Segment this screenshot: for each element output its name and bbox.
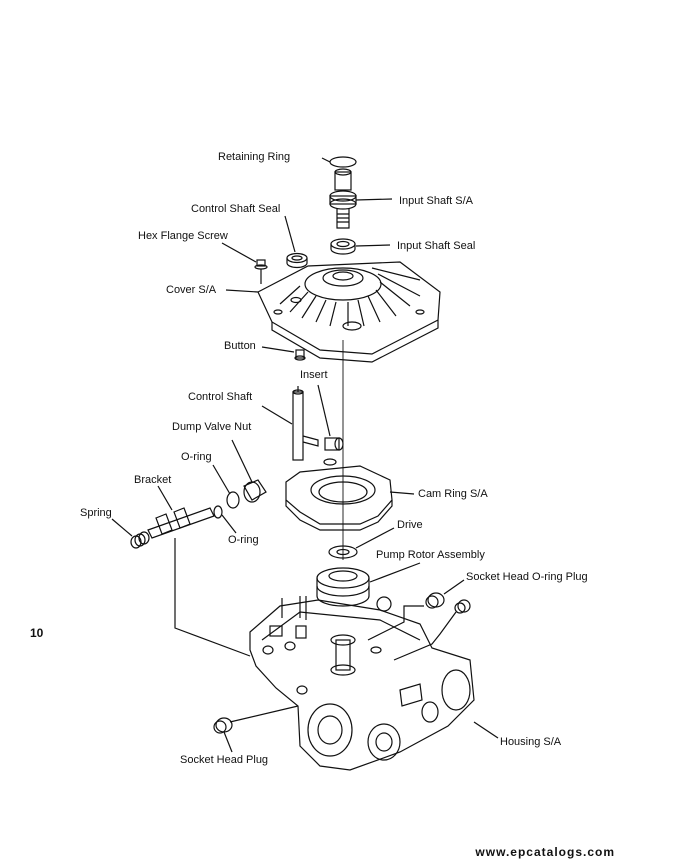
cam-ring-part — [285, 458, 393, 531]
label-socket-head-oring-plug: Socket Head O-ring Plug — [466, 571, 588, 583]
housing-part — [249, 596, 475, 771]
drive-part — [328, 545, 358, 559]
button-part — [294, 349, 306, 361]
oring-bottom-part — [213, 505, 223, 519]
label-dump-valve-nut: Dump Valve Nut — [172, 421, 252, 433]
label-insert: Insert — [300, 369, 328, 381]
input-shaft-seal-part — [330, 238, 356, 255]
pump-rotor-part — [316, 567, 392, 612]
label-spring: Spring — [80, 507, 112, 519]
socket-head-plug-part — [213, 717, 233, 734]
page-number: 10 — [30, 626, 44, 640]
label-cam-ring-sa: Cam Ring S/A — [418, 488, 488, 500]
retaining-ring-part — [329, 156, 357, 168]
cover-part — [257, 261, 441, 363]
bracket-part — [147, 507, 215, 539]
spring-part — [130, 531, 150, 549]
label-control-shaft: Control Shaft — [188, 391, 253, 403]
label-input-shaft-sa: Input Shaft S/A — [399, 195, 473, 207]
label-cover-sa: Cover S/A — [166, 284, 217, 296]
label-pump-rotor-assembly: Pump Rotor Assembly — [376, 549, 485, 561]
oring-top-part — [226, 491, 240, 509]
label-bracket: Bracket — [134, 474, 172, 486]
label-input-shaft-seal: Input Shaft Seal — [397, 240, 476, 252]
label-drive: Drive — [397, 519, 423, 531]
label-hex-flange-screw: Hex Flange Screw — [138, 230, 228, 242]
label-button: Button — [224, 340, 256, 352]
footer-website: www.epcatalogs.com — [475, 845, 615, 859]
label-housing-sa: Housing S/A — [500, 736, 562, 748]
label-oring-top: O-ring — [181, 451, 212, 463]
insert-part — [324, 437, 344, 451]
label-retaining-ring: Retaining Ring — [218, 151, 291, 163]
dump-valve-nut-part — [243, 479, 267, 503]
label-control-shaft-seal: Control Shaft Seal — [191, 203, 281, 215]
label-oring-bottom: O-ring — [228, 534, 259, 546]
socket-head-oring-plug-part — [425, 592, 471, 614]
control-shaft-part — [292, 386, 319, 461]
hex-flange-screw-part — [254, 259, 268, 284]
label-socket-head-plug: Socket Head Plug — [180, 754, 269, 766]
input-shaft-part — [329, 168, 357, 229]
control-shaft-seal-part — [286, 252, 308, 269]
